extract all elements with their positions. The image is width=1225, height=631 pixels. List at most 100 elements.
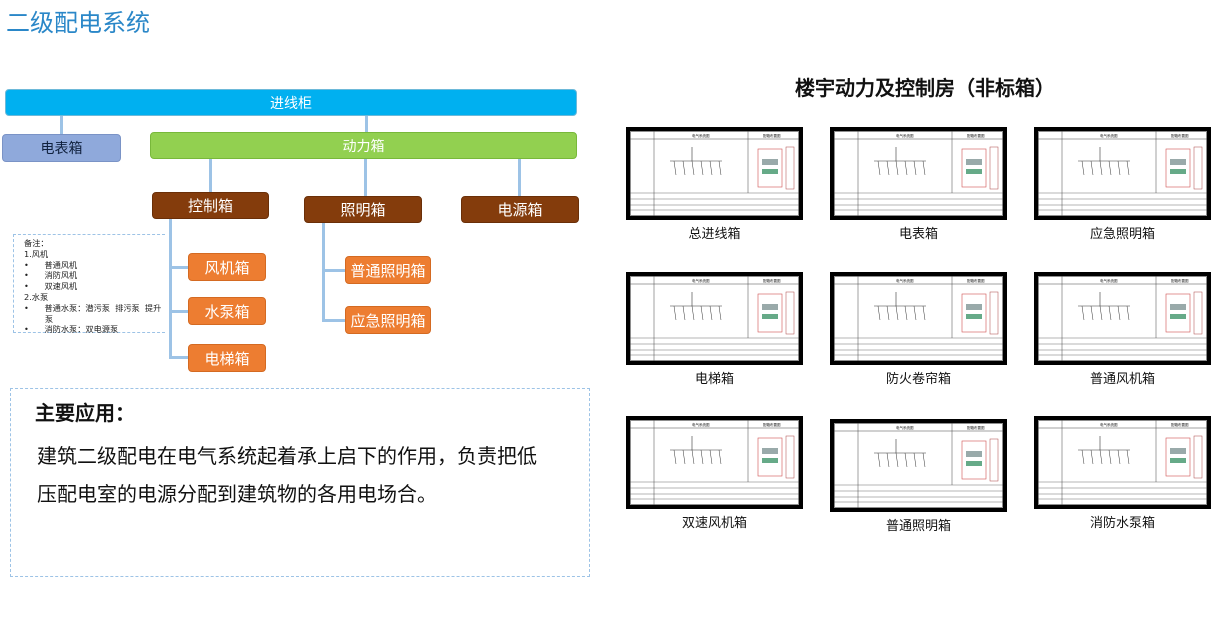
panel-outline: [961, 148, 987, 188]
node-incoming-cabinet: 进线柜: [5, 89, 577, 116]
panel-outline: [757, 437, 783, 477]
node-fan-box: 风机箱: [188, 253, 266, 281]
branch-circuit: [1099, 160, 1103, 176]
drawing-thumbnail: 电气系统图配箱布置图: [1034, 127, 1211, 220]
panel-outline: [1165, 148, 1191, 188]
header-right: 配箱布置图: [967, 278, 985, 283]
panel-device-row: [1170, 169, 1186, 174]
branch-circuit: [913, 160, 917, 176]
branch-circuit: [1081, 160, 1085, 176]
notes-line: 2.水泵: [24, 291, 49, 302]
panel-outline: [961, 440, 987, 480]
header-left: 电气系统图: [1100, 278, 1118, 283]
panel-outline: [1165, 293, 1191, 333]
notes-line: • 普通风机: [24, 259, 78, 270]
branch-circuit: [682, 160, 686, 176]
panel-device-row: [762, 458, 778, 463]
branch-circuit: [1090, 449, 1094, 465]
panel-side-view: [989, 146, 999, 190]
connector-root-meter: [60, 116, 63, 134]
drawing-thumbnail: 电气系统图 配箱布置图: [1034, 272, 1211, 365]
branch-circuit: [922, 305, 926, 321]
node-elevator-box: 电梯箱: [188, 344, 266, 372]
branch-circuit: [886, 160, 890, 176]
thumbnail-caption: 防火卷帘箱: [885, 372, 951, 387]
thumbnail-caption: 普通风机箱: [1089, 372, 1155, 387]
branch-circuit: [718, 449, 722, 465]
header-left: 电气系统图: [692, 133, 710, 138]
panel-device-row: [1170, 458, 1186, 463]
drawing-thumbnail: 电气系统图配箱布置图: [830, 419, 1007, 512]
thumbnail-caption: 消防水泵箱: [1089, 516, 1155, 531]
connector-power-supply: [518, 158, 521, 196]
header-left: 电气系统图: [896, 278, 914, 283]
drawing-thumbnail: 电气系统图配箱布置图: [626, 416, 803, 509]
connector-root-power: [365, 116, 368, 132]
branch-circuit: [700, 160, 704, 176]
application-heading: 主要应用：: [35, 401, 135, 425]
panel-device-row: [762, 169, 778, 174]
panel-outline: [757, 148, 783, 188]
notes-box: 备注： 1.风机 • 普通风机 • 消防风机 • 双速风机 2.水泵 • 普通水…: [13, 234, 165, 334]
application-body: 建筑二级配电在电气系统起着承上启下的作用，负责把低压配电室的电源分配到建筑物的各…: [37, 444, 537, 506]
branch-circuit: [1117, 160, 1121, 176]
header-right: 配箱布置图: [1171, 278, 1189, 283]
header-right: 配箱布置图: [763, 278, 781, 283]
branch-circuit: [718, 160, 722, 176]
connector-control-fan: [169, 266, 188, 269]
connector-control-pump: [169, 310, 188, 313]
header-right: 配箱布置图: [967, 425, 985, 430]
branch-circuit: [673, 160, 677, 176]
branch-circuit: [895, 305, 899, 321]
panel-device-row: [762, 304, 778, 310]
schematic-drawing: 电气系统图配箱布置图: [1038, 420, 1207, 505]
branch-circuit: [904, 160, 908, 176]
header-left: 电气系统图: [692, 278, 710, 283]
panel-device-row: [966, 304, 982, 310]
thumbnail-caption: 应急照明箱: [1089, 227, 1155, 242]
branch-circuit: [913, 305, 917, 321]
branch-circuit: [673, 305, 677, 321]
branch-circuit: [1117, 305, 1121, 321]
notes-title: 备注：: [24, 238, 49, 248]
panel-outline: [961, 293, 987, 333]
drawing-thumbnail: 电气系统图 配箱布置图: [626, 127, 803, 220]
connector-control-elevator: [169, 356, 188, 359]
header-right: 配箱布置图: [763, 422, 781, 427]
panel-side-view: [989, 291, 999, 335]
branch-circuit: [877, 452, 881, 468]
branch-circuit: [904, 452, 908, 468]
branch-circuit: [709, 305, 713, 321]
panel-side-view: [989, 438, 999, 482]
branch-circuit: [877, 305, 881, 321]
panel-side-view: [1193, 435, 1203, 479]
branch-circuit: [709, 449, 713, 465]
connector-lighting-normal: [322, 269, 345, 272]
branch-circuit: [895, 160, 899, 176]
schematic-drawing: 电气系统图 配箱布置图: [630, 131, 799, 216]
schematic-drawing: 电气系统图 配箱布置图: [630, 276, 799, 361]
branch-circuit: [709, 160, 713, 176]
branch-circuit: [682, 449, 686, 465]
header-right: 配箱布置图: [1171, 422, 1189, 427]
panel-device-row: [966, 159, 982, 165]
header-right: 配箱布置图: [763, 133, 781, 138]
schematic-drawing: 电气系统图 配箱布置图: [1038, 276, 1207, 361]
node-pump-box: 水泵箱: [188, 297, 266, 325]
panel-device-row: [966, 451, 982, 457]
thumbnail-caption: 电梯箱: [694, 372, 734, 387]
schematic-drawing: 电气系统图配箱布置图: [630, 420, 799, 505]
node-emergency-lighting-box: 应急照明箱: [345, 306, 431, 334]
branch-circuit: [673, 449, 677, 465]
thumbnail-caption: 双速风机箱: [681, 516, 747, 531]
connector-lighting-emergency: [322, 319, 345, 322]
node-meter-box: 电表箱: [2, 134, 121, 162]
schematic-drawing: 电气系统图配箱布置图: [834, 131, 1003, 216]
panel-device-row: [1170, 304, 1186, 310]
panel-side-view: [1193, 291, 1203, 335]
panel-device-row: [966, 169, 982, 174]
connector-power-control: [209, 158, 212, 192]
drawing-thumbnail: 电气系统图 配箱布置图: [626, 272, 803, 365]
branch-circuit: [1117, 449, 1121, 465]
branch-circuit: [922, 160, 926, 176]
